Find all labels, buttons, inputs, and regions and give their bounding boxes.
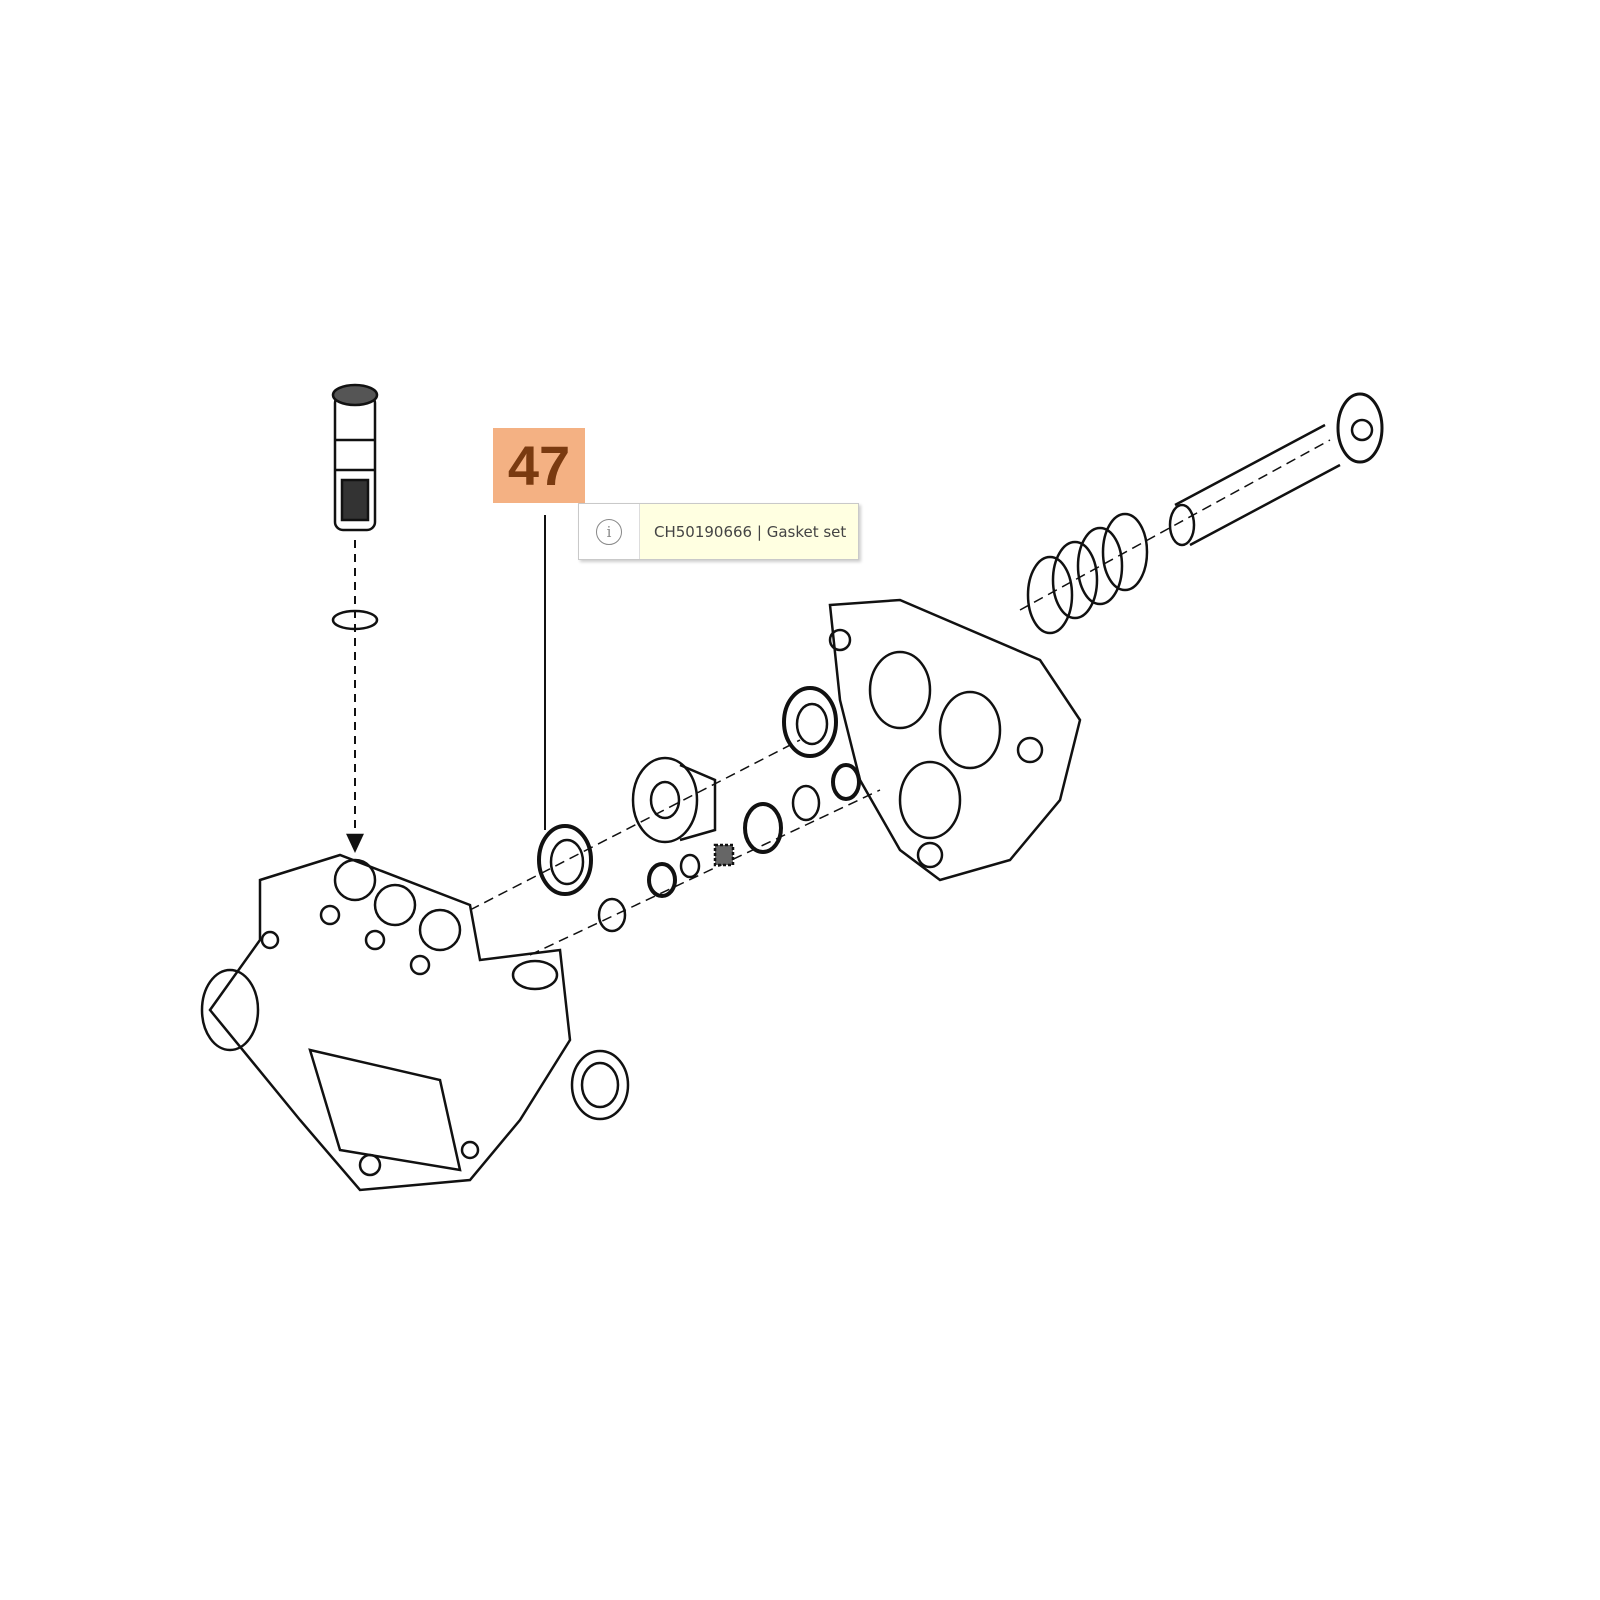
check-valve-cap xyxy=(647,862,677,898)
plunger xyxy=(1168,423,1341,547)
seal-retainer xyxy=(631,756,717,844)
o-ring-4 xyxy=(831,763,861,801)
plunger-spring xyxy=(1026,512,1149,635)
info-icon: i xyxy=(596,518,622,545)
piston-seal xyxy=(782,686,838,758)
o-ring-3 xyxy=(791,784,821,822)
small-o-ring-2 xyxy=(679,853,701,879)
tooltip-text: CH50190666 | Gasket set xyxy=(654,522,847,541)
part-tooltip: i CH50190666 | Gasket set xyxy=(578,503,859,560)
check-valve-spring xyxy=(713,843,735,867)
valve-o-ring xyxy=(331,609,379,631)
assembly-axis-lower xyxy=(529,789,881,956)
unloader-valve xyxy=(331,383,379,532)
part-callout-47[interactable]: 47 xyxy=(493,428,585,503)
pump-housing-plate xyxy=(828,598,1082,882)
arrow-head xyxy=(346,833,364,853)
assembly-axis-rear xyxy=(1019,439,1331,611)
check-valve-body xyxy=(743,802,783,854)
assembly-axis-upper xyxy=(469,739,801,911)
plunger-retainer xyxy=(1336,392,1384,464)
tooltip-icon-area: i xyxy=(579,504,640,559)
gasket-part-47 xyxy=(537,824,593,896)
small-o-ring-1 xyxy=(597,897,627,933)
pump-manifold xyxy=(200,853,630,1192)
